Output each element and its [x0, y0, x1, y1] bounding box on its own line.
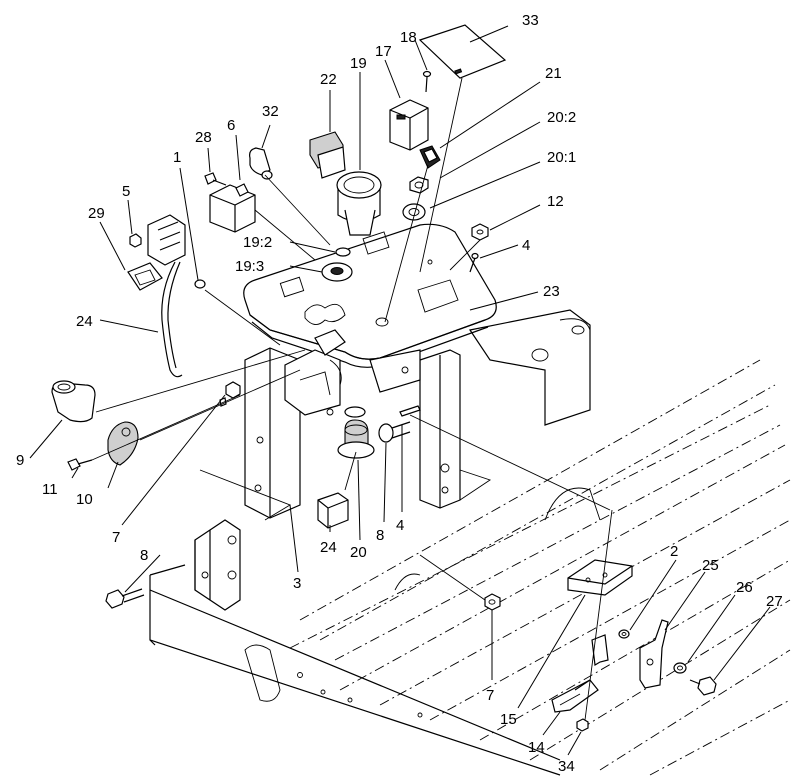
linkage-assembly	[284, 329, 421, 416]
part-4-screw-top	[469, 252, 479, 273]
callout-labels: 33 18 17 21 22 19 20:2 32 28 6 20:1 1 5 …	[16, 12, 783, 775]
part-8-bolt-lower	[105, 588, 145, 609]
callout-18: 18	[400, 29, 417, 46]
callout-24-top: 24	[76, 313, 93, 330]
part-11-screw	[67, 458, 93, 471]
callout-33: 33	[522, 12, 539, 29]
callout-32: 32	[262, 103, 279, 120]
part-34-nut	[576, 718, 589, 732]
part-33-decal	[418, 24, 507, 79]
callout-8-lower: 8	[140, 547, 148, 564]
assembly-reference-lines	[91, 77, 613, 721]
callout-20: 20	[350, 544, 367, 561]
frame-rails	[289, 359, 791, 776]
dash-plate	[243, 223, 497, 368]
callout-7-upper: 7	[112, 529, 120, 546]
callout-8-mid: 8	[376, 527, 384, 544]
callout-24-low: 24	[320, 539, 337, 556]
callout-2: 2	[670, 543, 678, 560]
part-9-plug	[51, 380, 96, 423]
wire-harness	[161, 261, 183, 378]
part-1-nut	[194, 279, 206, 289]
callout-25: 25	[702, 557, 719, 574]
callout-34: 34	[558, 758, 575, 775]
part-20-bushing	[337, 406, 375, 459]
callout-14: 14	[528, 739, 545, 756]
callout-4-mid: 4	[396, 517, 404, 534]
part-15-bracket	[567, 559, 633, 596]
callout-4-top: 4	[522, 237, 530, 254]
part-27-knob	[689, 676, 717, 696]
callout-10: 10	[76, 491, 93, 508]
part-6-relay	[209, 183, 256, 233]
part-7-nut-lower	[484, 593, 501, 611]
part-28-screw	[204, 172, 227, 186]
callout-1: 1	[173, 149, 181, 166]
callout-23: 23	[543, 283, 560, 300]
callout-3: 3	[293, 575, 301, 592]
lower-left-bracket	[194, 519, 241, 611]
callout-19-2: 19:2	[243, 234, 272, 251]
part-20-nuts	[402, 176, 429, 221]
callout-21: 21	[545, 65, 562, 82]
bolt-8-mid	[378, 405, 421, 443]
callout-27: 27	[766, 593, 783, 610]
callout-9: 9	[16, 452, 24, 469]
part-29-connector	[127, 214, 186, 291]
part-18-screw	[422, 70, 432, 93]
callout-6: 6	[227, 117, 235, 134]
callout-19-3: 19:3	[235, 258, 264, 275]
leader-lines	[29, 25, 771, 756]
part-24-block	[317, 492, 349, 529]
part-22-plug	[309, 131, 346, 179]
callout-17: 17	[375, 43, 392, 60]
side-plate	[469, 309, 591, 426]
part-26-washer	[673, 662, 687, 674]
callout-19: 19	[350, 55, 367, 72]
callout-12: 12	[547, 193, 564, 210]
part-14-latch	[551, 634, 609, 713]
part-2-washer	[618, 629, 630, 639]
callout-20-2: 20:2	[547, 109, 576, 126]
part-21-switch	[419, 145, 441, 169]
callout-22: 22	[320, 71, 337, 88]
part-19-switch	[336, 171, 382, 236]
part-10-clip	[107, 421, 139, 466]
callout-7-lower: 7	[486, 687, 494, 704]
callout-20-1: 20:1	[547, 149, 576, 166]
part-12-nut	[471, 223, 489, 241]
callout-29: 29	[88, 205, 105, 222]
part-17-relay	[389, 99, 429, 151]
callout-5: 5	[122, 183, 130, 200]
callout-11: 11	[42, 481, 58, 498]
callout-28: 28	[195, 129, 212, 146]
part-5-nut	[129, 233, 142, 248]
part-25-handle	[639, 619, 669, 689]
callout-26: 26	[736, 579, 753, 596]
part-32-knob	[249, 147, 273, 180]
callout-15: 15	[500, 711, 517, 728]
frame-channel	[149, 564, 561, 776]
